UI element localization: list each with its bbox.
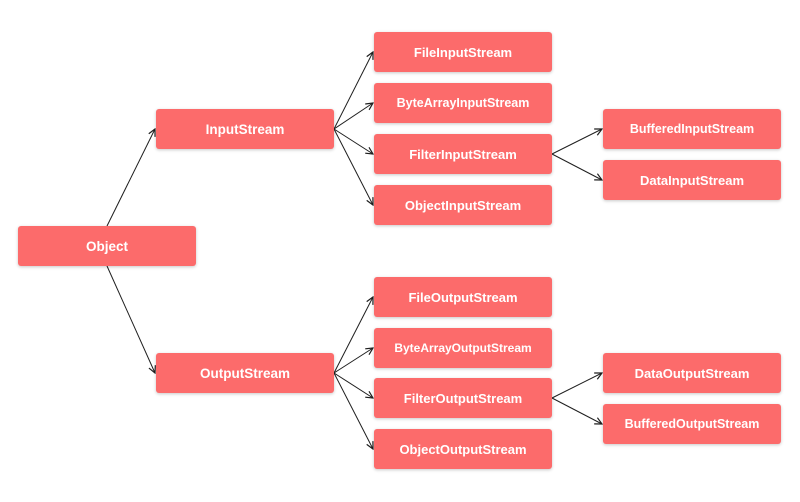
edge-output-stream-to-object-output-stream: [333, 372, 373, 449]
node-file-input-stream-label: FileInputStream: [413, 44, 513, 60]
edge-input-stream-to-object-input-stream: [333, 128, 373, 205]
edge-filter-output-stream-to-data-output-stream: [551, 373, 602, 399]
edge-output-stream-to-byte-array-output-stream: [333, 348, 373, 374]
node-object-output-stream: ObjectOutputStream: [374, 429, 552, 469]
node-file-output-stream: FileOutputStream: [374, 277, 552, 317]
node-input-stream-label: InputStream: [205, 121, 285, 137]
node-filter-output-stream: FilterOutputStream: [374, 378, 552, 418]
edge-filter-output-stream-to-buffered-output-stream: [551, 397, 602, 424]
node-object-label: Object: [85, 238, 128, 254]
edge-object-to-input-stream: [106, 129, 155, 227]
node-filter-input-stream-label: FilterInputStream: [409, 146, 517, 162]
node-buffered-output-stream: BufferedOutputStream: [603, 404, 781, 444]
edge-output-stream-to-filter-output-stream: [333, 372, 373, 398]
node-data-output-stream-label: DataOutputStream: [634, 365, 750, 381]
node-byte-array-input-stream-label: ByteArrayInputStream: [396, 96, 530, 110]
node-buffered-input-stream-label: BufferedInputStream: [629, 122, 755, 136]
edge-input-stream-to-filter-input-stream: [333, 128, 373, 154]
node-file-input-stream: FileInputStream: [374, 32, 552, 72]
edge-filter-input-stream-to-data-input-stream: [551, 153, 602, 180]
node-object-input-stream-label: ObjectInputStream: [404, 197, 522, 213]
node-byte-array-output-stream-label: ByteArrayOutputStream: [394, 341, 532, 355]
node-byte-array-output-stream: ByteArrayOutputStream: [374, 328, 552, 368]
node-data-output-stream: DataOutputStream: [603, 353, 781, 393]
edge-output-stream-to-file-output-stream: [333, 297, 373, 374]
node-data-input-stream: DataInputStream: [603, 160, 781, 200]
node-object: Object: [18, 226, 196, 266]
node-filter-input-stream: FilterInputStream: [374, 134, 552, 174]
node-input-stream: InputStream: [156, 109, 334, 149]
node-buffered-input-stream: BufferedInputStream: [603, 109, 781, 149]
edge-object-to-output-stream: [106, 265, 155, 373]
node-data-input-stream-label: DataInputStream: [639, 172, 745, 188]
node-object-output-stream-label: ObjectOutputStream: [399, 441, 527, 457]
edge-filter-input-stream-to-buffered-input-stream: [551, 129, 602, 155]
node-filter-output-stream-label: FilterOutputStream: [403, 390, 523, 406]
node-buffered-output-stream-label: BufferedOutputStream: [624, 417, 760, 431]
edge-input-stream-to-byte-array-input-stream: [333, 103, 373, 130]
node-output-stream-label: OutputStream: [199, 365, 290, 381]
node-file-output-stream-label: FileOutputStream: [408, 289, 518, 305]
node-object-input-stream: ObjectInputStream: [374, 185, 552, 225]
edge-input-stream-to-file-input-stream: [333, 52, 373, 130]
node-output-stream: OutputStream: [156, 353, 334, 393]
node-byte-array-input-stream: ByteArrayInputStream: [374, 83, 552, 123]
